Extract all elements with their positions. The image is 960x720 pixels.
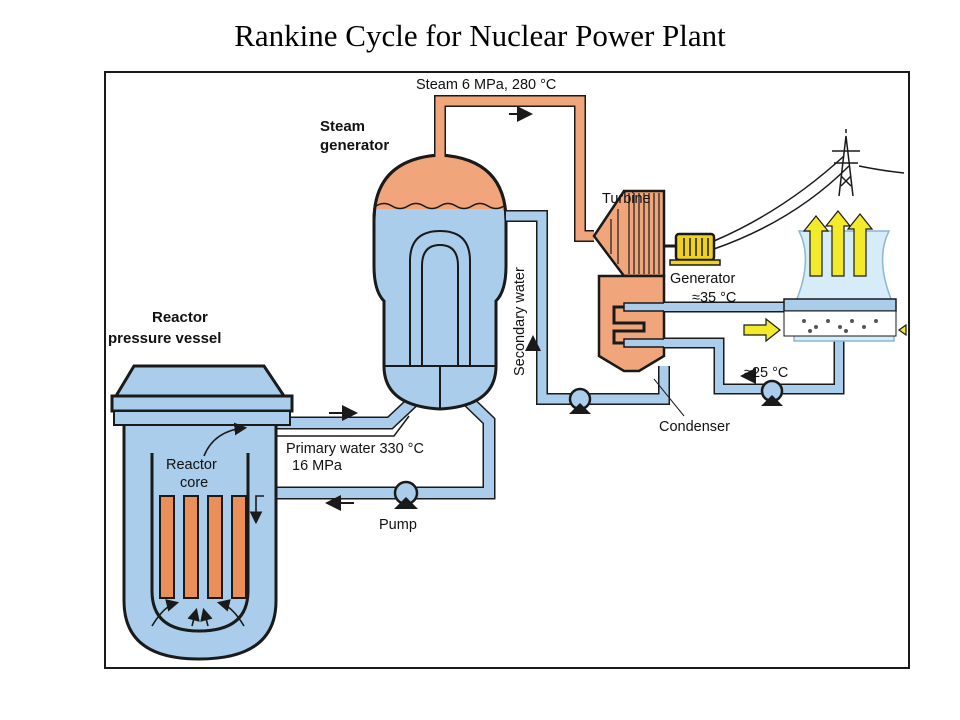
vapor-arrows — [743, 210, 907, 343]
condenser-label: Condenser — [659, 419, 730, 435]
pump-label: Pump — [379, 517, 417, 533]
secondary-pump — [568, 387, 592, 414]
temp-25-label: ≈25 °C — [744, 365, 788, 381]
transmission-pylon-icon — [832, 129, 860, 197]
turbine-label: Turbine — [602, 191, 651, 207]
steam-generator-label: Steam — [320, 118, 365, 135]
generator — [669, 232, 721, 266]
reactor-core-label-2: core — [180, 475, 208, 491]
cooling-pump — [760, 379, 784, 406]
page-title: Rankine Cycle for Nuclear Power Plant — [234, 18, 726, 53]
primary-water-label: Primary water 330 °C — [286, 441, 424, 457]
steam-generator-label-2: generator — [320, 137, 389, 154]
core-flow-arrows — [151, 422, 264, 627]
reactor-core-label: Reactor — [166, 457, 217, 473]
turbine — [592, 189, 684, 278]
reactor-core-fuel-rods — [159, 495, 247, 599]
condenser — [597, 274, 700, 373]
steam-line-label: Steam 6 MPa, 280 °C — [416, 77, 556, 93]
reactor-vessel-label-2: pressure vessel — [108, 330, 221, 347]
primary-pump — [393, 480, 419, 509]
reactor-vessel-label: Reactor — [152, 309, 208, 326]
primary-flow-arrows — [325, 405, 358, 511]
generator-label: Generator — [670, 271, 735, 287]
steam-generator — [372, 153, 508, 411]
secondary-water-label: Secondary water — [512, 267, 528, 376]
reactor-pressure-vessel — [110, 364, 294, 661]
primary-water-label-2: 16 MPa — [292, 458, 343, 474]
temp-35-label: ≈35 °C — [692, 290, 736, 306]
power-lines — [713, 155, 905, 250]
condenser-leader-line — [653, 378, 685, 417]
nuclear-plant-diagram: Steam 6 MPa, 280 °C Steam generator Turb… — [104, 71, 910, 669]
